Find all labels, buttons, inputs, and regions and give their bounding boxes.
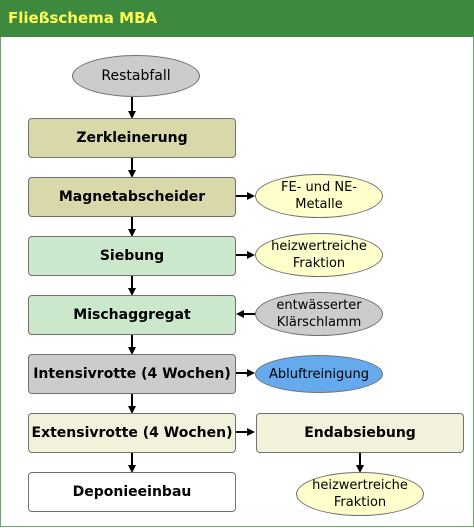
- start-label: Restabfall: [101, 67, 171, 84]
- sludge-line-2: Klärschlamm: [276, 315, 362, 330]
- page-title: Fließschema MBA: [8, 9, 158, 27]
- output-high-calorific-fraction-final: heizwertreiche Fraktion: [296, 472, 424, 516]
- step-mischaggregat-label: Mischaggregat: [73, 307, 191, 323]
- start-restabfall: Restabfall: [72, 55, 200, 97]
- step-intensivrotte-label: Intensivrotte (4 Wochen): [33, 366, 231, 382]
- step-extensivrotte-label: Extensivrotte (4 Wochen): [31, 425, 233, 441]
- fraction-final-line-2: Fraktion: [333, 495, 387, 510]
- title-bar: Fließschema MBA: [0, 0, 474, 37]
- metals-line-2: Metalle: [295, 197, 343, 212]
- output-metals: FE- und NE- Metalle: [255, 174, 383, 218]
- output-high-calorific-fraction: heizwertreiche Fraktion: [255, 233, 383, 277]
- fraction-line-1: heizwertreiche: [271, 239, 367, 254]
- step-siebung: Siebung: [28, 236, 236, 276]
- step-deponieeinbau-label: Deponieeinbau: [72, 484, 192, 500]
- step-endabsiebung-label: Endabsiebung: [304, 425, 416, 441]
- step-zerkleinerung: Zerkleinerung: [28, 118, 236, 158]
- fraction-line-2: Fraktion: [292, 256, 346, 271]
- step-magnetabscheider-label: Magnetabscheider: [58, 189, 206, 205]
- step-magnetabscheider: Magnetabscheider: [28, 177, 236, 217]
- input-sewage-sludge: entwässerter Klärschlamm: [255, 292, 383, 336]
- step-mischaggregat: Mischaggregat: [28, 295, 236, 335]
- step-intensivrotte: Intensivrotte (4 Wochen): [28, 354, 236, 394]
- step-zerkleinerung-label: Zerkleinerung: [76, 130, 188, 146]
- exhaust-label: Abluftreinigung: [269, 366, 369, 382]
- sludge-line-1: entwässerter: [276, 298, 362, 313]
- step-endabsiebung: Endabsiebung: [256, 413, 464, 453]
- step-extensivrotte: Extensivrotte (4 Wochen): [28, 413, 236, 453]
- step-deponieeinbau: Deponieeinbau: [28, 472, 236, 512]
- fraction-final-line-1: heizwertreiche: [312, 478, 408, 493]
- output-exhaust-cleaning: Abluftreinigung: [255, 355, 383, 393]
- step-siebung-label: Siebung: [99, 248, 165, 264]
- metals-line-1: FE- und NE-: [280, 180, 357, 195]
